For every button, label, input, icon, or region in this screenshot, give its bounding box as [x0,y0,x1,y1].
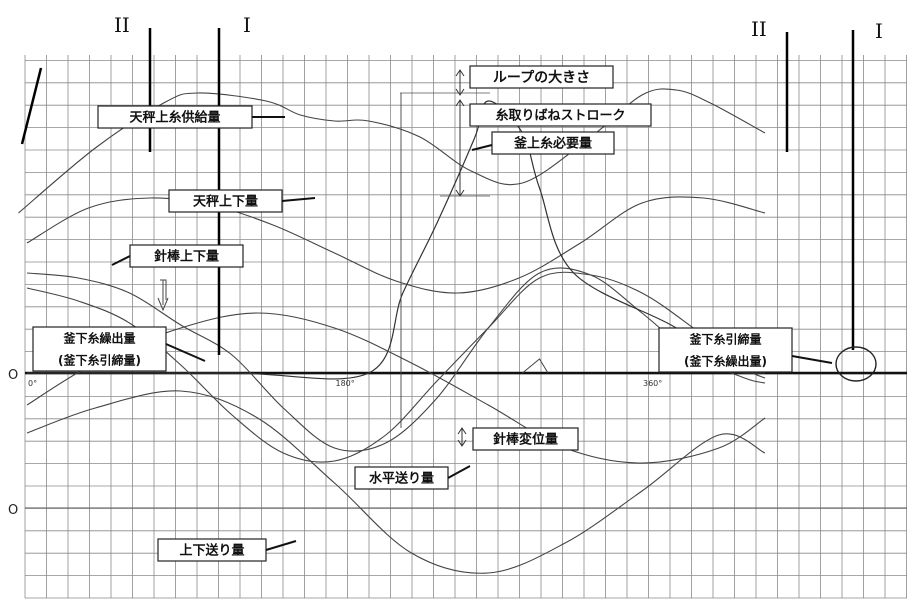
zero-label-upper: O [8,368,18,383]
x-tick-label: 0° [28,379,37,388]
roman-marker-label: I [243,13,251,37]
label-takeup-supply-text: 天秤上糸供給量 [129,110,220,126]
zero-label-lower: O [8,503,18,518]
curve-takeup-supply [18,88,766,214]
leader-takeup-updown [281,197,316,202]
label-spring-stroke-text: 糸取りばねストローク [495,108,625,124]
focus-circle [835,346,877,382]
label-hook-lower-tight-text: 釜下糸引締量 [688,331,761,346]
label-needle-disp-text: 針棒変位量 [493,432,558,448]
needle-down-arrow-icon [157,279,169,312]
leader-hook-lower-out [165,343,206,362]
label-loop-size-text: ループの大きさ [493,69,590,86]
label-horizontal-feed: 水平送り量 [354,466,449,490]
leader-horizontal-feed [447,465,471,479]
label-hook-lower-out-text: (釜下糸引締量) [58,352,141,367]
label-takeup-updown: 天秤上下量 [168,189,283,213]
label-needle-disp: 針棒変位量 [472,427,579,451]
label-needle-updown-text: 針棒上下量 [154,249,219,265]
label-hook-upper-thread: 釜上糸必要量 [491,131,615,155]
leader-hook-upper-thread [471,144,493,151]
phase-marker-diagonal [20,67,43,145]
dim-spring-stroke-arrow-top [455,99,465,107]
label-spring-stroke: 糸取りばねストローク [469,103,652,127]
dim-loop-size-arrow-bottom [455,88,465,96]
label-hook-lower-tight: 釜下糸引締量 (釜下糸繰出量) [658,327,793,373]
chart-axes: O O 0° 180° 360° [8,368,907,518]
label-needle-updown-box [129,244,244,268]
label-hook-lower-tight-box [658,327,793,373]
label-needle-disp-box [472,427,579,451]
label-hook-lower-out-box [32,326,167,372]
dim-needle-disp-arrow-bottom [457,439,467,447]
dim-needle-disp-arrow-top [457,427,467,435]
leader-needle-updown [111,255,131,266]
roman-marker-label: I [875,19,883,43]
roman-marker-label: II [751,17,767,41]
label-horizontal-feed-text: 水平送り量 [369,471,434,487]
leader-vertical-feed [265,540,297,551]
label-hook-upper-thread-box [491,131,615,155]
curve-vertical-feed [26,390,766,574]
label-hook-lower-out: 釜下糸繰出量 (釜下糸引締量) [32,326,167,372]
x-tick-label: 360° [643,379,662,388]
label-needle-updown: 針棒上下量 [129,244,244,268]
label-spring-stroke-box [469,103,652,127]
label-hook-lower-out-text: 釜下糸繰出量 [62,330,135,345]
label-hook-lower-tight-text: (釜下糸繰出量) [684,353,767,368]
label-loop-size-box [469,65,614,89]
label-vertical-feed: 上下送り量 [157,538,267,562]
leader-hook-lower-tight [791,355,833,364]
label-takeup-supply: 天秤上糸供給量 [97,105,253,129]
label-hook-upper-thread-text: 釜上糸必要量 [513,136,592,152]
label-loop-size: ループの大きさ [469,65,614,89]
label-takeup-updown-text: 天秤上下量 [193,194,258,210]
curve-takeup-updown [26,196,766,294]
dim-loop-size-arrow-top [455,69,465,77]
curve-hook-blip [522,358,549,374]
label-vertical-feed-text: 上下送り量 [179,543,244,559]
roman-marker-label: II [114,13,130,37]
x-tick-label: 180° [336,379,355,388]
